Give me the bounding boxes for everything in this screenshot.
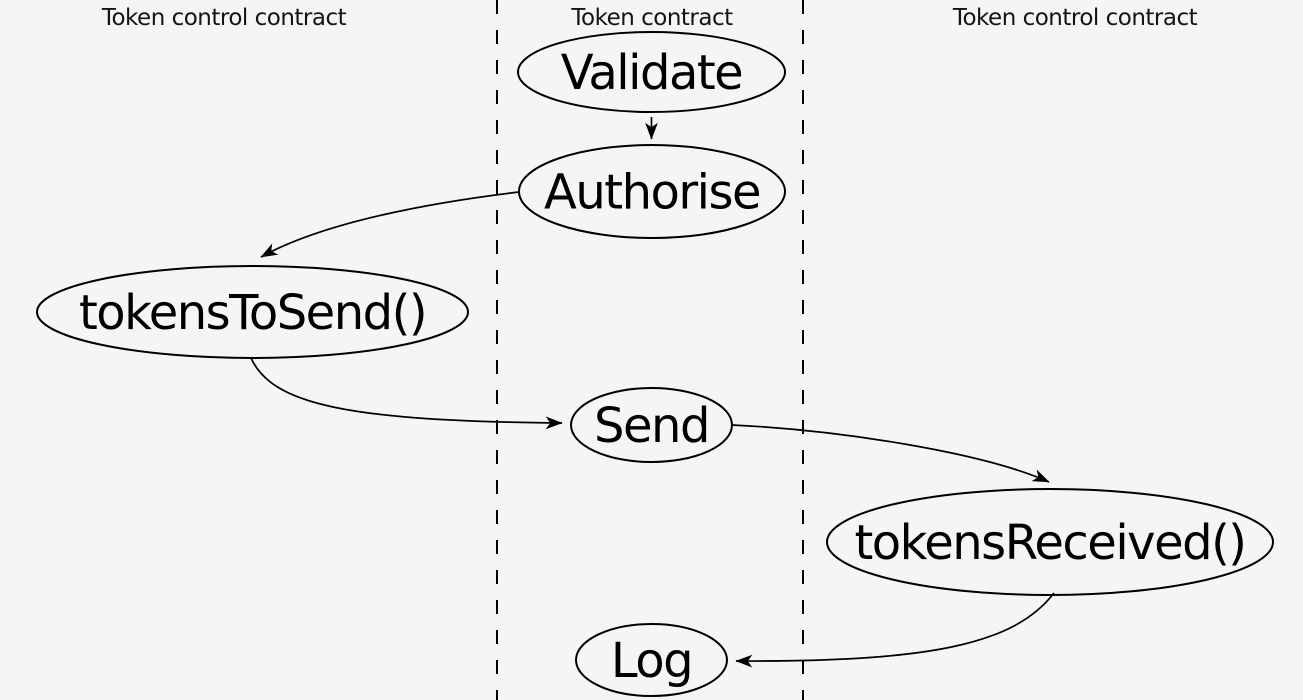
node-authorise-ellipse	[518, 144, 786, 239]
node-tokens-to-send-ellipse	[36, 265, 469, 359]
node-validate-ellipse	[517, 31, 786, 113]
edge-authorise-to-tokenstosend	[260, 191, 520, 258]
node-log-label: Log	[611, 633, 692, 689]
node-tokens-to-send: tokensToSend()	[36, 265, 469, 359]
node-send-ellipse	[570, 387, 733, 463]
lane-label-middle: Token contract	[570, 5, 733, 31]
node-tokens-received-ellipse	[826, 488, 1274, 596]
node-validate-label: Validate	[561, 45, 742, 101]
node-send-label: Send	[594, 398, 709, 454]
edge-send-to-tokensreceived	[731, 424, 1050, 483]
node-authorise: Authorise	[518, 144, 786, 239]
lane-label-left: Token control contract	[101, 5, 347, 31]
node-tokens-received-label: tokensReceived()	[854, 515, 1245, 571]
node-validate: Validate	[517, 31, 786, 113]
node-authorise-label: Authorise	[544, 164, 760, 220]
node-tokens-received: tokensReceived()	[826, 488, 1274, 596]
node-log-ellipse	[575, 623, 728, 697]
edge-tokenstosend-to-send	[250, 357, 563, 430]
lane-label-right: Token control contract	[952, 5, 1198, 31]
node-tokens-to-send-label: tokensToSend()	[79, 285, 426, 341]
edge-tokensreceived-to-log	[735, 592, 1055, 668]
node-send: Send	[570, 387, 733, 463]
node-log: Log	[575, 623, 728, 697]
